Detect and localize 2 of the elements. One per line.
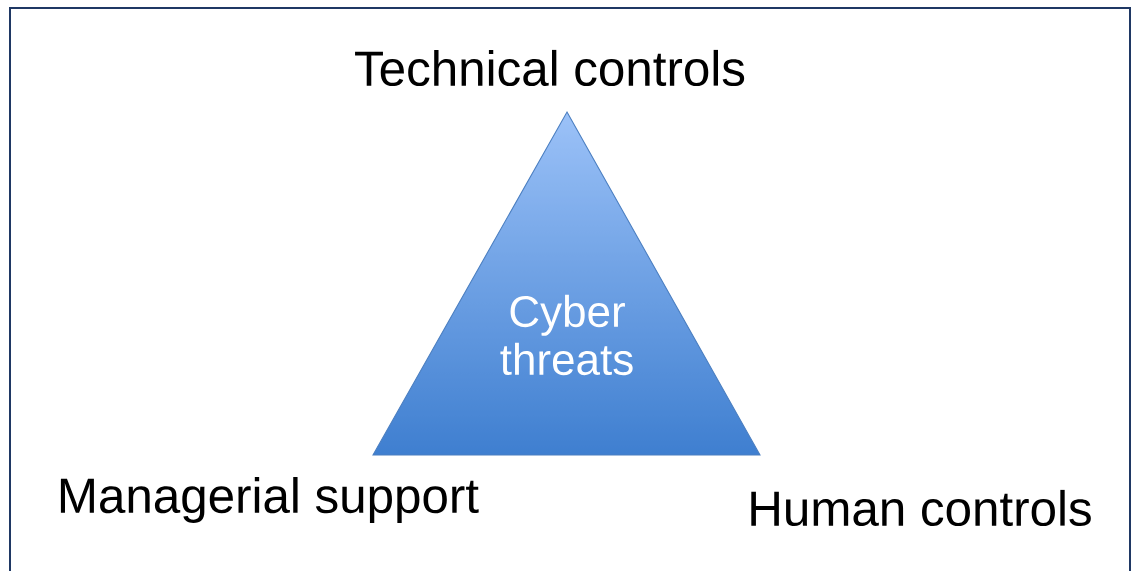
corner-label: Managerial support [60,477,479,523]
corner-label: Human controls [751,489,1091,527]
